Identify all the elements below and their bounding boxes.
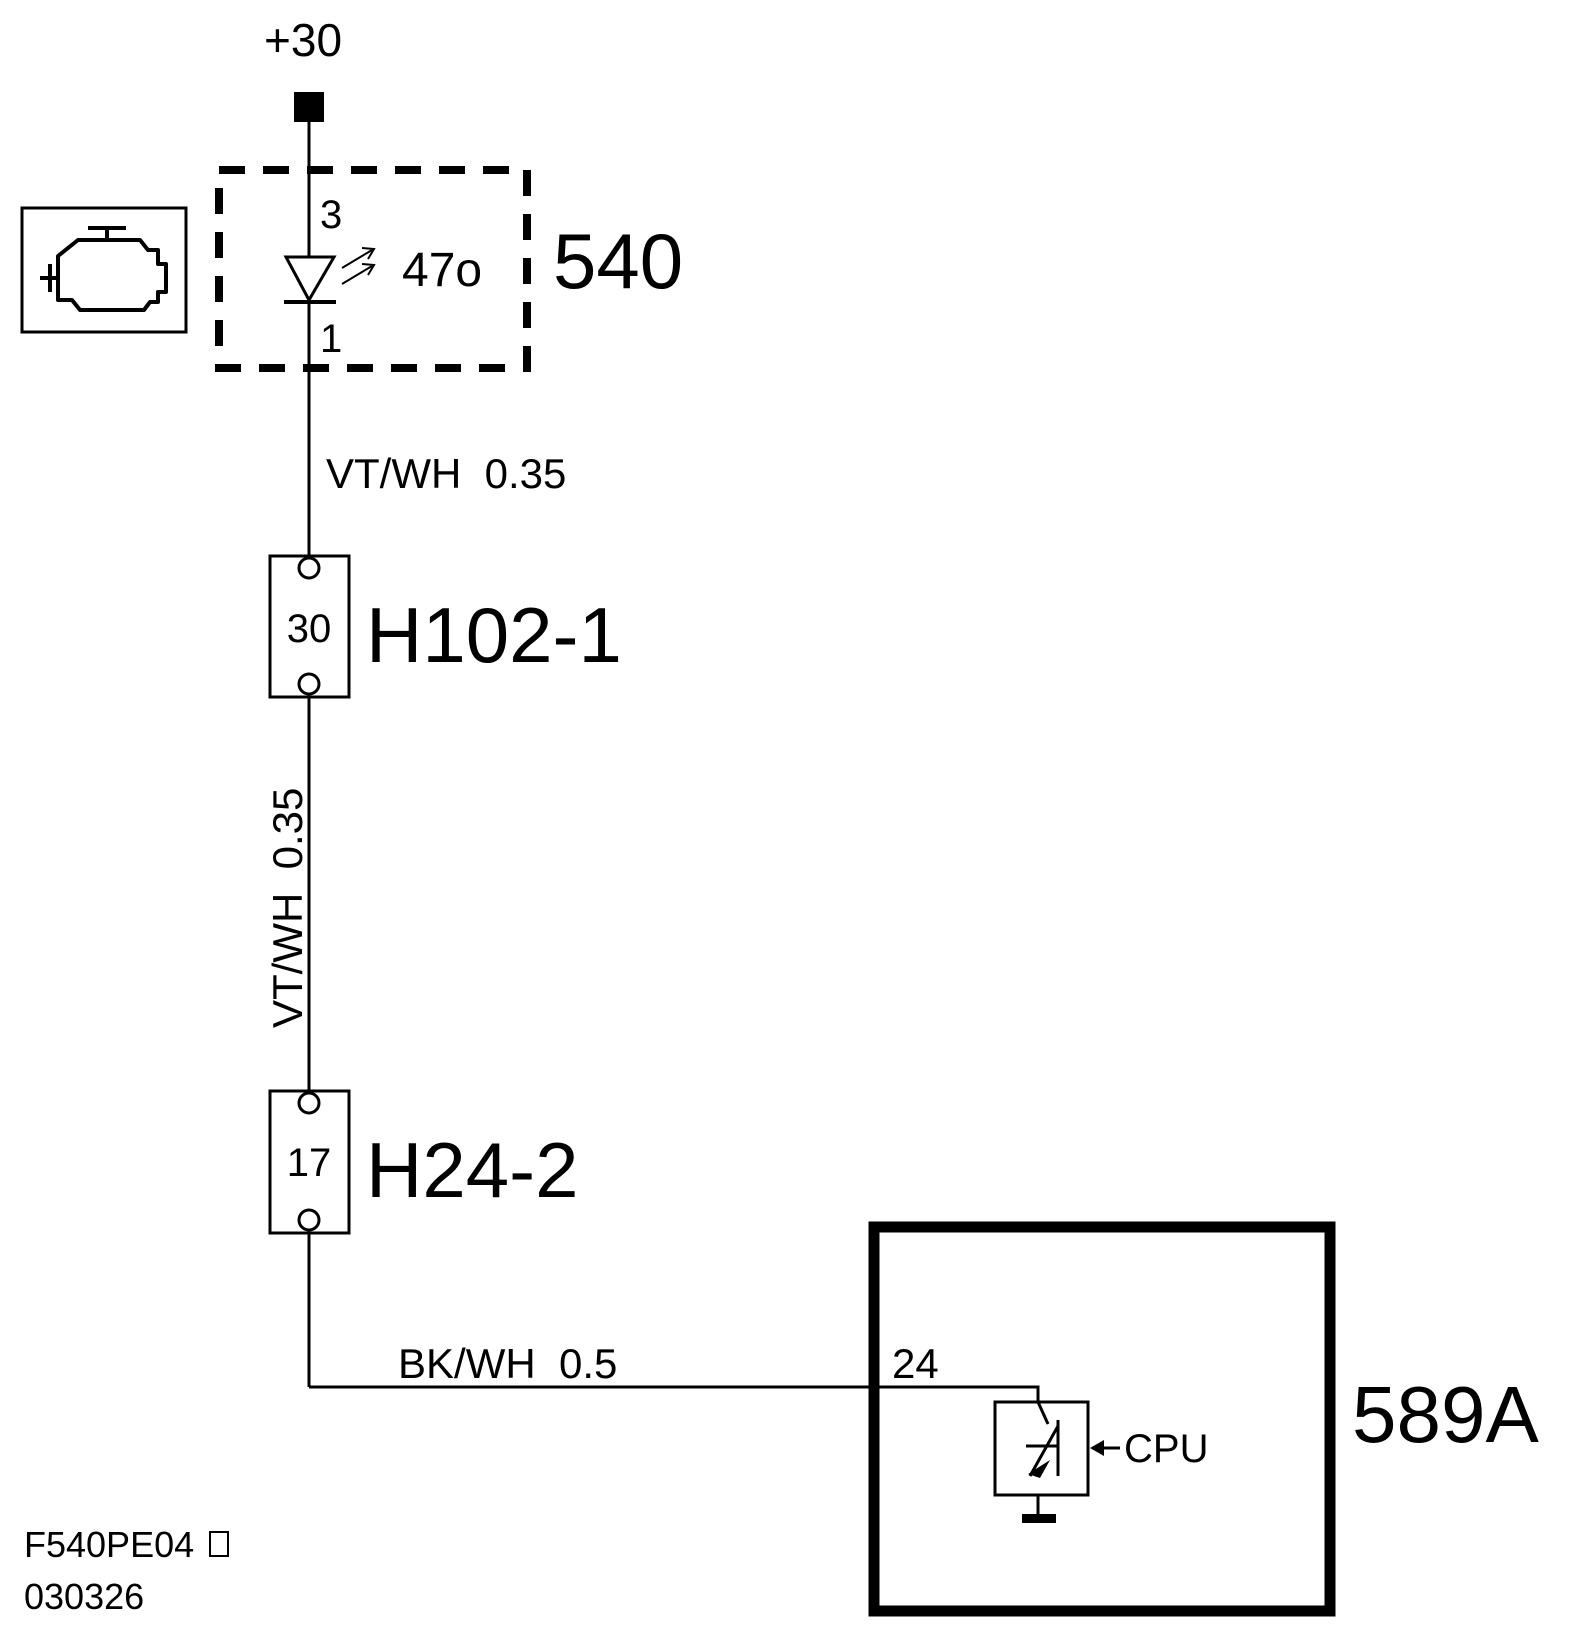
footer-date: 030326	[24, 1576, 144, 1617]
footer-box-glyph	[209, 1531, 229, 1557]
ground-icon	[1022, 1495, 1056, 1523]
component-540-value: 47o	[402, 244, 482, 297]
supply-label: +30	[264, 14, 342, 66]
pin-540-top: 3	[320, 193, 342, 237]
transistor-switch-icon	[993, 1400, 1090, 1497]
cpu-arrow-icon	[1090, 1440, 1120, 1456]
cpu-label: CPU	[1124, 1427, 1208, 1471]
component-589a-box	[868, 1221, 1336, 1617]
connector-h24-2	[268, 1089, 351, 1235]
supply-terminal	[294, 92, 324, 122]
engine-warning-icon	[20, 206, 188, 334]
connector-h102-pin: 30	[287, 607, 332, 651]
connector-h102-1	[268, 554, 351, 699]
component-540-box	[215, 166, 531, 372]
wire-label-3: BK/WH 0.5	[398, 1340, 617, 1387]
wire-bk-wh	[309, 1385, 1040, 1402]
wire-label-2: VT/WH 0.35	[264, 788, 311, 1028]
connector-h24-label: H24-2	[366, 1126, 578, 1214]
footer-code: F540PE04	[24, 1524, 194, 1565]
component-540-label: 540	[553, 217, 683, 305]
pin-540-bottom: 1	[320, 317, 342, 361]
pin-589a: 24	[892, 1340, 939, 1387]
connector-h102-label: H102-1	[366, 591, 622, 679]
wire-label-1: VT/WH 0.35	[326, 450, 566, 497]
component-589a-label: 589A	[1352, 1370, 1539, 1459]
connector-h24-pin: 17	[287, 1141, 332, 1185]
led-diode-icon	[283, 247, 376, 304]
